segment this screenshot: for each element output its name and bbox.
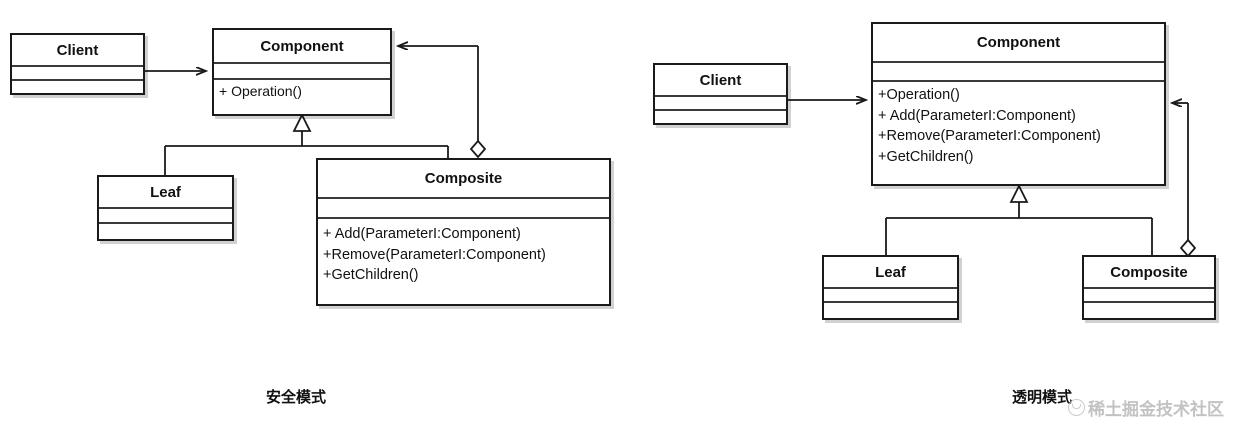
left-class-leaf-attributes	[99, 209, 232, 222]
right-class-composite-title: Composite	[1110, 263, 1188, 281]
separator	[1084, 287, 1214, 289]
left-class-client-attributes	[12, 67, 143, 79]
separator	[99, 222, 232, 224]
left-class-component-attributes	[214, 64, 390, 78]
right-class-leaf-operations	[824, 303, 957, 318]
right-class-component-title: Component	[976, 34, 1061, 51]
right-class-client-operations	[655, 111, 786, 123]
watermark: 稀土掘金技术社区	[1068, 395, 1224, 420]
separator	[214, 62, 390, 64]
separator	[318, 217, 609, 219]
left-class-client[interactable]: Client	[10, 33, 145, 95]
left-class-composite-operations: + Add(ParameterI:Component) +Remove(Para…	[323, 226, 546, 284]
separator	[1084, 301, 1214, 303]
right-class-component-operations: +Operation() + Add(ParameterI:Component)…	[878, 87, 1101, 165]
right-class-client-title: Client	[699, 71, 742, 89]
separator	[12, 79, 143, 81]
left-class-client-title: Client	[56, 41, 99, 59]
separator	[824, 287, 957, 289]
separator	[824, 301, 957, 303]
right-class-component[interactable]: Component +Operation() + Add(ParameterI:…	[871, 22, 1166, 186]
right-class-composite[interactable]: Composite	[1082, 255, 1216, 320]
right-aggregation-composite-to-component	[1172, 103, 1197, 258]
right-class-client-attributes	[655, 97, 786, 109]
separator	[655, 95, 786, 97]
right-class-component-attributes	[873, 63, 1164, 80]
left-class-leaf-title: Leaf	[150, 183, 181, 201]
juejin-logo-icon	[1068, 399, 1085, 416]
separator	[214, 78, 390, 80]
left-aggregation-composite-to-component	[398, 46, 487, 159]
right-class-leaf[interactable]: Leaf	[822, 255, 959, 320]
left-class-component-operations: + Operation()	[219, 83, 302, 99]
separator	[655, 109, 786, 111]
left-class-composite-attributes	[318, 199, 609, 217]
right-class-leaf-attributes	[824, 289, 957, 301]
right-class-client[interactable]: Client	[653, 63, 788, 125]
right-class-leaf-title: Leaf	[875, 263, 906, 281]
separator	[99, 207, 232, 209]
separator	[873, 61, 1164, 63]
caption-right-transparent-mode: 透明模式	[1012, 389, 1073, 406]
left-class-client-operations	[12, 81, 143, 93]
separator	[873, 80, 1164, 82]
separator	[318, 197, 609, 199]
left-class-leaf-operations	[99, 224, 232, 239]
caption-left-safe-mode: 安全模式	[266, 389, 327, 406]
right-class-composite-operations	[1084, 303, 1214, 318]
right-class-composite-attributes	[1084, 289, 1214, 301]
left-class-composite[interactable]: Composite + Add(ParameterI:Component) +R…	[316, 158, 611, 306]
left-class-leaf[interactable]: Leaf	[97, 175, 234, 241]
left-class-component[interactable]: Component + Operation()	[212, 28, 392, 116]
left-class-component-title: Component	[260, 37, 344, 55]
left-class-composite-title: Composite	[424, 170, 503, 187]
watermark-text: 稀土掘金技术社区	[1088, 400, 1224, 419]
separator	[12, 65, 143, 67]
right-generalization-to-component	[885, 183, 1153, 255]
